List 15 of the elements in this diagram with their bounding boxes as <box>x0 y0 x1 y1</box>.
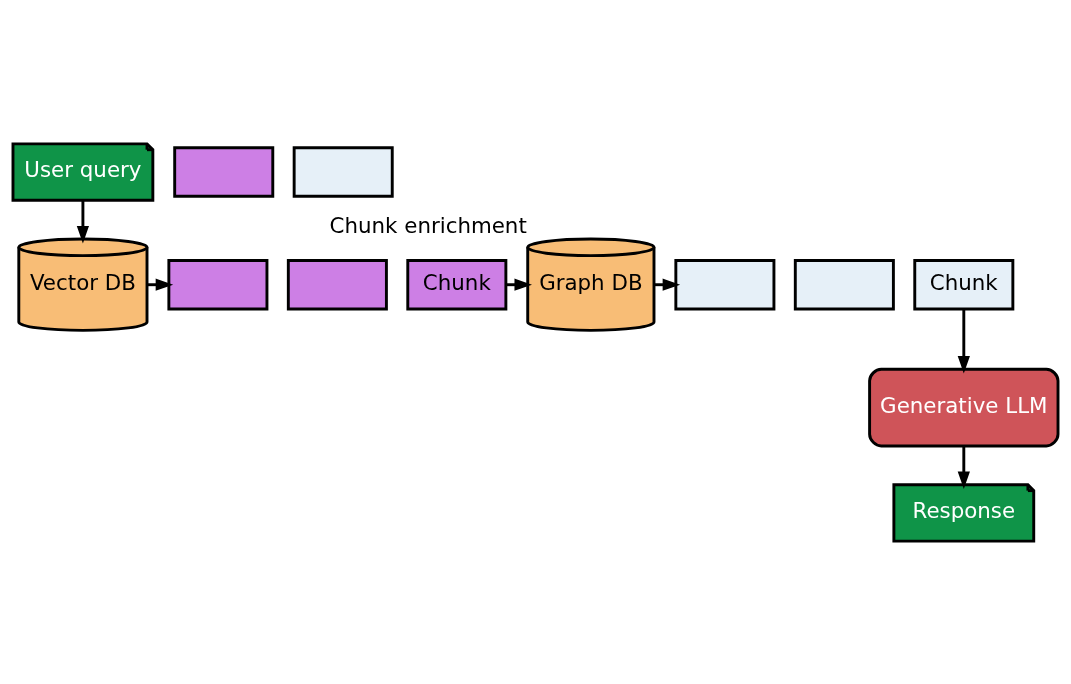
arrow <box>76 199 90 243</box>
arrow <box>957 445 970 489</box>
arrow <box>147 278 174 291</box>
node-box <box>793 258 895 310</box>
node-box: Chunk <box>913 258 1015 310</box>
node-box: Chunk <box>406 258 508 310</box>
node-label: Chunk enrichment <box>329 212 527 238</box>
node-box <box>167 258 269 310</box>
node-box <box>674 258 776 310</box>
node-box <box>173 145 275 198</box>
arrow <box>654 278 681 291</box>
node-box <box>286 258 388 310</box>
node-box <box>292 145 394 198</box>
arrow <box>957 308 970 373</box>
node-box: Generative LLM <box>868 367 1060 447</box>
